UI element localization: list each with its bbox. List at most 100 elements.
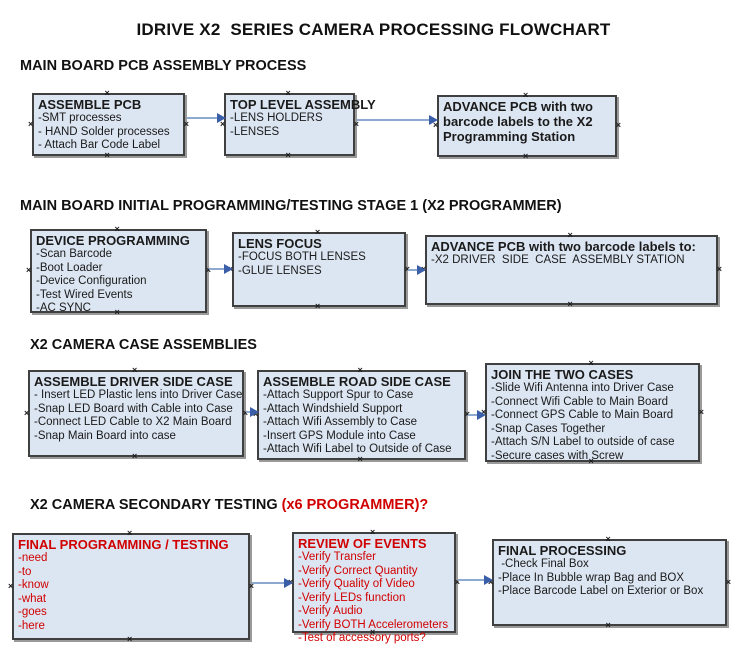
flow-arrow-icon[interactable]	[252, 578, 293, 588]
box-line: -Check Final Box	[498, 558, 589, 570]
box-review-of-events[interactable]: × × REVIEW OF EVENTS -Verify Transfer-Ve…	[288, 528, 460, 644]
box-line: -Attach Support Spur to Case	[263, 389, 414, 401]
connector-handle-icon[interactable]: ×	[465, 410, 470, 419]
box-title: FINAL PROCESSING	[498, 543, 627, 558]
section-heading-pcb-assembly: MAIN BOARD PCB ASSEMBLY PROCESS	[20, 58, 307, 74]
box-line: -Attach Wifi Assembly to Case	[263, 416, 418, 428]
box-line: - HAND Solder processes	[38, 125, 170, 138]
box-line: -Boot Loader	[36, 261, 103, 274]
box-line: -what	[18, 592, 47, 605]
box-lines: -FOCUS BOTH LENSES-GLUE LENSES	[238, 251, 400, 278]
box-line: -Attach Wifi Label to Outside of Case	[263, 443, 452, 455]
box-line: -Scan Barcode	[36, 248, 113, 260]
flow-arrow-icon[interactable]	[468, 410, 486, 420]
box-lines: -Scan Barcode-Boot Loader-Device Configu…	[36, 248, 201, 316]
connector-handle-icon[interactable]: ×	[716, 264, 722, 274]
section-heading-secondary-testing-text: X2 CAMERA SECONDARY TESTING	[30, 497, 282, 513]
box-final-programming-testing[interactable]: × × FINAL PROGRAMMING / TESTING -need-to…	[8, 529, 254, 644]
box-line: -know	[18, 579, 49, 591]
box-title: JOIN THE TWO CASES	[491, 367, 634, 382]
box-line: -Verify Audio	[298, 605, 363, 617]
section-heading-secondary-testing-red-text: (x6 PROGRAMMER)?	[281, 497, 429, 513]
box-line: -Connect GPS Cable to Main Board	[491, 409, 674, 421]
box-join-the-two-cases[interactable]: × × JOIN THE TWO CASES -Slide Wifi Anten…	[481, 359, 704, 466]
box-line: -AC SYNC	[36, 302, 91, 314]
box-lines: -LENS HOLDERS-LENSES	[230, 112, 349, 139]
flow-arrow-icon[interactable]	[458, 575, 493, 585]
arrowhead-icon	[484, 575, 493, 585]
box-line: -Verify Transfer	[298, 551, 376, 563]
box-title: ASSEMBLE ROAD SIDE CASE	[263, 374, 451, 389]
page-title: IDRIVE X2 SERIES CAMERA PROCESSING FLOWC…	[136, 20, 611, 39]
box-line: -SMT processes	[38, 112, 122, 124]
connector-handle-icon[interactable]: ×	[698, 406, 704, 417]
arrowhead-icon	[250, 407, 259, 417]
box-advance-pcb-driver-side-station[interactable]: × × ADVANCE PCB with two barcode labels …	[421, 231, 722, 309]
box-assemble-road-side-case[interactable]: × × ASSEMBLE ROAD SIDE CASE -Attach Supp…	[253, 366, 470, 464]
box-lens-focus[interactable]: × × LENS FOCUS -FOCUS BOTH LENSES-GLUE L…	[228, 228, 410, 311]
connector-handle-icon[interactable]: ×	[353, 118, 359, 129]
box-lines: -Slide Wifi Antenna into Driver Case-Con…	[491, 382, 694, 463]
connector-handle-icon[interactable]: ×	[725, 576, 731, 587]
box-lines: -Verify Transfer-Verify Correct Quantity…	[298, 551, 450, 646]
connector-handle-icon[interactable]: ×	[24, 407, 30, 418]
box-line: -Verify Quality of Video	[298, 578, 415, 590]
connector-handle-icon[interactable]: ×	[248, 580, 254, 591]
box-lines: -need-to-know-what-goes-here	[18, 552, 244, 633]
box-line: -to	[18, 565, 32, 578]
box-advance-pcb-programming-station[interactable]: × × ADVANCE PCB with two barcode labels …	[433, 91, 621, 161]
box-line: -Snap Cases Together	[491, 422, 606, 435]
box-line: -Attach S/N Label to outside of case	[491, 436, 675, 448]
connector-handle-icon[interactable]: ×	[26, 265, 32, 275]
connector-handle-icon[interactable]: ×	[615, 120, 621, 130]
flow-arrow-icon[interactable]	[209, 264, 233, 274]
box-line: -Snap Main Board into case	[34, 429, 176, 442]
box-lines: -X2 DRIVER SIDE CASE ASSEMBLY STATION	[431, 254, 712, 268]
box-title: ASSEMBLE DRIVER SIDE CASE	[34, 374, 233, 389]
box-line: -Test Wired Events	[36, 288, 133, 301]
box-title: DEVICE PROGRAMMING	[36, 233, 190, 248]
connector-handle-icon[interactable]: ×	[433, 120, 439, 130]
arrowhead-icon	[217, 113, 226, 123]
section-heading-initial-programming: MAIN BOARD INITIAL PROGRAMMING/TESTING S…	[20, 198, 562, 214]
box-line: -goes	[18, 606, 47, 618]
flow-arrow-icon[interactable]	[408, 265, 426, 275]
box-line: -Attach Windshield Support	[263, 402, 403, 415]
box-title: ADVANCE PCB with two barcode labels to:	[431, 239, 696, 254]
box-title: FINAL PROGRAMMING / TESTING	[18, 537, 229, 552]
box-final-processing[interactable]: × × FINAL PROCESSING -Check Final Box-Pl…	[488, 535, 731, 630]
box-line: -FOCUS BOTH LENSES	[238, 251, 366, 263]
flow-arrow-icon[interactable]	[187, 113, 226, 123]
box-assemble-driver-side-case[interactable]: × × ASSEMBLE DRIVER SIDE CASE - Insert L…	[24, 366, 248, 461]
flow-arrow-icon[interactable]	[357, 115, 438, 125]
connector-handle-icon[interactable]: ×	[205, 265, 211, 275]
connector-handle-icon[interactable]: ×	[28, 118, 34, 129]
box-line: -Connect LED Cable to X2 Main Board	[34, 416, 232, 428]
box-title: TOP LEVEL ASSEMBLY	[230, 97, 376, 112]
connector-handle-icon[interactable]: ×	[183, 118, 189, 129]
connector-handle-icon[interactable]: ×	[405, 264, 410, 274]
connector-handle-icon[interactable]: ×	[8, 580, 14, 591]
box-line: -Insert GPS Module into Case	[263, 429, 416, 442]
box-line: -Test of accessory ports?	[298, 632, 426, 644]
arrowhead-icon	[429, 115, 438, 125]
box-line: -LENS HOLDERS	[230, 112, 323, 124]
box-assemble-pcb[interactable]: × × ASSEMBLE PCB -SMT processes- HAND So…	[28, 89, 189, 160]
section-heading-secondary-testing: X2 CAMERA SECONDARY TESTING (x6 PROGRAMM…	[30, 497, 428, 513]
box-top-level-assembly[interactable]: × × TOP LEVEL ASSEMBLY -LENS HOLDERS-LEN…	[220, 89, 376, 160]
box-line: -Secure cases with Screw	[491, 449, 624, 462]
box-line: -Verify LEDs function	[298, 591, 406, 604]
box-line: -Verify Correct Quantity	[298, 564, 418, 577]
box-title: ASSEMBLE PCB	[38, 97, 142, 112]
arrowhead-icon	[417, 265, 426, 275]
box-title: ADVANCE PCB with two barcode labels to t…	[443, 99, 593, 144]
box-title: LENS FOCUS	[238, 236, 322, 251]
connector-handle-icon[interactable]: ×	[243, 408, 248, 418]
box-device-programming[interactable]: × × DEVICE PROGRAMMING -Scan Barcode-Boo…	[26, 225, 211, 317]
connector-handle-icon[interactable]: ×	[220, 118, 226, 129]
box-line: -need	[18, 552, 48, 564]
flow-arrow-icon[interactable]	[246, 407, 259, 417]
box-line: -Device Configuration	[36, 275, 147, 287]
connector-handle-icon[interactable]: ×	[454, 576, 460, 587]
